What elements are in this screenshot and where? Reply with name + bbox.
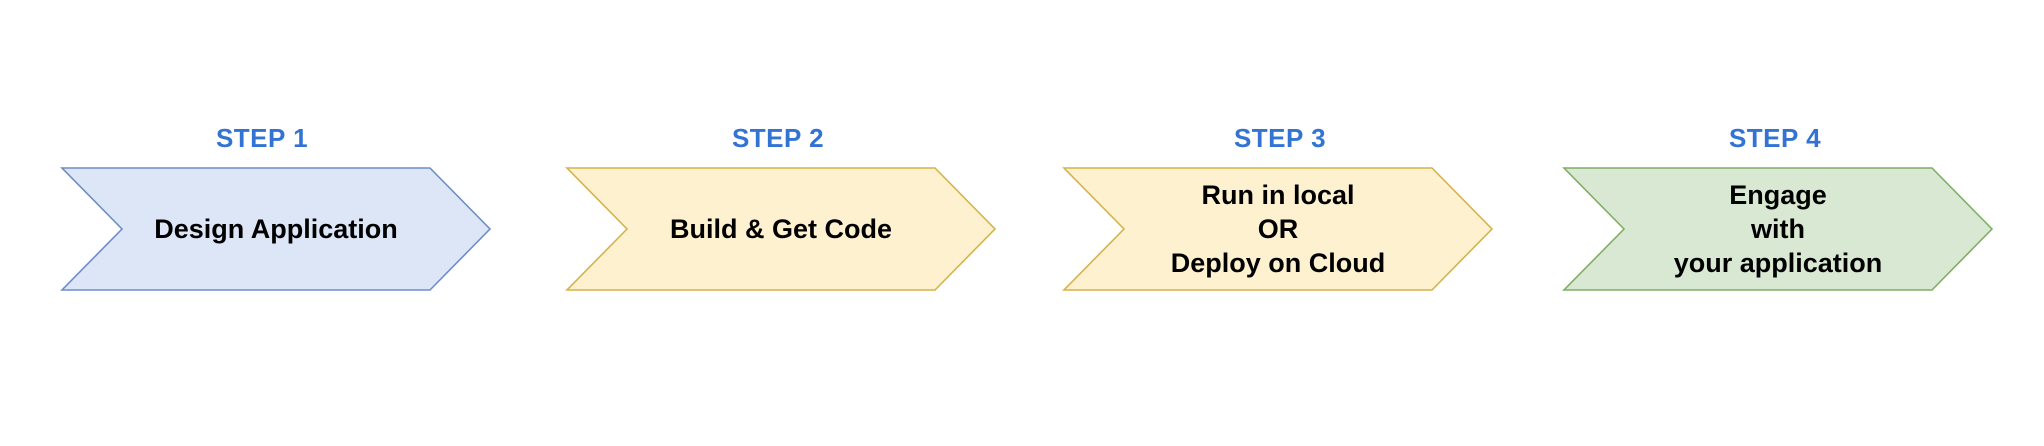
step-2-label: STEP 2 bbox=[731, 123, 825, 153]
step-4-text: Engage with your application bbox=[1624, 168, 1932, 290]
step-1-text: Design Application bbox=[122, 168, 430, 290]
step-1-chevron: Design Application bbox=[60, 167, 492, 291]
step-3-text: Run in local OR Deploy on Cloud bbox=[1124, 168, 1432, 290]
step-4-label: STEP 4 bbox=[1728, 123, 1822, 153]
step-1-line-1: Design Application bbox=[154, 214, 398, 244]
step-4-chevron: Engage with your application bbox=[1562, 167, 1994, 291]
step-3-chevron: Run in local OR Deploy on Cloud bbox=[1062, 167, 1494, 291]
step-2-text: Build & Get Code bbox=[627, 168, 935, 290]
step-3-line-2: OR bbox=[1257, 214, 1299, 244]
step-3-line-1: Run in local bbox=[1201, 180, 1355, 210]
chevron-arrow-shape bbox=[1062, 167, 1494, 291]
step-3-label: STEP 3 bbox=[1233, 123, 1327, 153]
chevron-arrow-shape bbox=[1562, 167, 1994, 291]
step-1-label: STEP 1 bbox=[215, 123, 309, 153]
chevron-arrow-shape bbox=[60, 167, 492, 291]
step-2-line-1: Build & Get Code bbox=[670, 214, 892, 244]
chevron-arrow-shape bbox=[565, 167, 997, 291]
step-2-chevron: Build & Get Code bbox=[565, 167, 997, 291]
step-4-line-3: your application bbox=[1673, 248, 1883, 278]
step-3-line-3: Deploy on Cloud bbox=[1170, 248, 1386, 278]
step-4-line-2: with bbox=[1751, 214, 1805, 244]
step-4-line-1: Engage bbox=[1729, 180, 1827, 210]
